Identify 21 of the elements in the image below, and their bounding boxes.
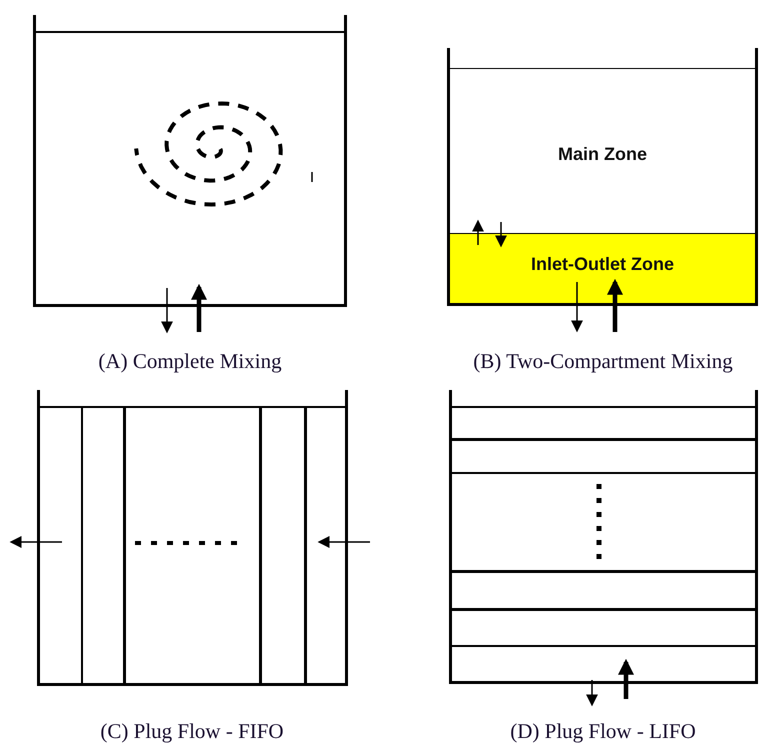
flow-arrow (607, 278, 623, 332)
flow-arrow (472, 220, 484, 245)
flow-arrow (618, 658, 634, 699)
flow-arrow (495, 222, 507, 248)
flow-arrow (318, 536, 370, 548)
figure-caption: (D) Plug Flow - LIFO (510, 719, 696, 744)
tank (37, 390, 348, 686)
zone-label: Inlet-Outlet Zone (530, 254, 675, 275)
flow-arrow (10, 536, 62, 548)
flow-arrow (586, 680, 598, 706)
zone-band (450, 233, 755, 303)
tank (33, 15, 347, 307)
tank (449, 390, 758, 684)
flow-arrow (161, 288, 173, 334)
zone-label: Main Zone (557, 144, 648, 165)
figure-caption: (A) Complete Mixing (98, 349, 282, 374)
flow-arrow (571, 282, 583, 332)
tank (447, 48, 758, 306)
flow-arrow (191, 284, 207, 332)
figure-caption: (B) Two-Compartment Mixing (473, 349, 733, 374)
figure-caption: (C) Plug Flow - FIFO (100, 719, 284, 744)
